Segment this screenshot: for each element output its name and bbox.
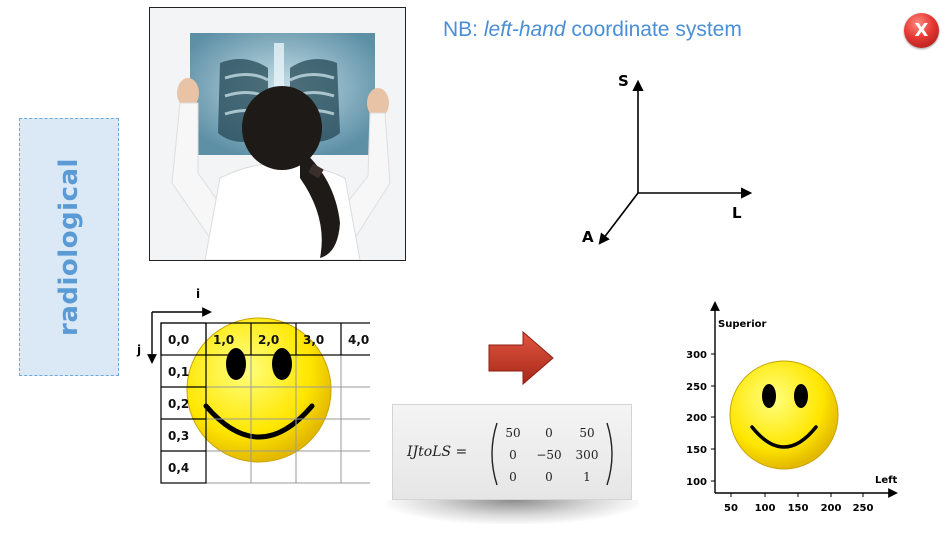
xtick-label: 200 [821,503,842,514]
matrix-cell: 1 [583,470,591,484]
radiologist-illustration [150,8,405,260]
radiological-label: radiological [54,158,84,336]
ytick-label: 200 [686,413,707,424]
xtick-label: 150 [788,503,809,514]
axis-label-l: L [732,204,742,222]
xtick-label: 250 [853,503,874,514]
matrix-cell: 0 [509,448,517,462]
grid-lines: i j [136,287,370,484]
grid-cell: 0,2 [168,397,190,411]
matrix-cell: 0 [545,470,553,484]
note-emphasis: left-hand [483,18,566,41]
matrix-cell: 300 [576,448,599,462]
close-icon: X [914,20,929,41]
ytick-label: 250 [686,382,707,393]
anterior-axis [598,192,639,245]
grid-cell: 3,0 [303,333,325,347]
matrix-cell: 0 [509,470,517,484]
axis-label-s: S [618,72,629,90]
j-axis-label: j [136,343,141,357]
ytick-label: 100 [686,477,707,488]
grid-cell: 0,1 [168,365,190,379]
matrix-cell: 0 [545,426,553,440]
grid-cell: 0,4 [168,461,190,475]
grid-cell: 2,0 [258,333,280,347]
plot-xlabel: Left [875,475,898,486]
xtick-label: 50 [724,503,738,514]
grid-cell: 0,0 [168,333,190,347]
radiological-label-box: radiological [19,118,119,376]
matrix-cell: −50 [536,448,561,462]
plot-ylabel: Superior [718,319,766,330]
grid-cell: 0,3 [168,429,190,443]
xtick-label: 100 [755,503,776,514]
close-button[interactable]: X [904,13,939,48]
transform-arrow-icon [488,330,554,386]
grid-cell: 4,0 [348,333,370,347]
note-suffix: coordinate system [565,18,742,41]
matrix-brackets: 50 0 50 0 −50 300 0 0 1 [491,422,613,486]
axes-diagram: S L A [582,72,753,246]
matrix-lhs-label: IJtoLS = [407,444,468,460]
matrix-shadow [387,500,639,524]
note-prefix: NB: [443,18,484,41]
smiley-face-icon [729,360,839,470]
matrix-cell: 50 [505,426,520,440]
world-coordinates-plot: Superior Left 300 250 200 150 100 50 100… [686,301,898,514]
axis-label-a: A [582,228,594,246]
grid-cell: 1,0 [213,333,235,347]
radiologist-photo [149,7,406,261]
coordinate-system-note: NB: left-hand coordinate system [443,18,742,42]
ytick-label: 150 [686,445,707,456]
ytick-label: 300 [686,350,707,361]
matrix-cell: 50 [579,426,594,440]
i-axis-label: i [196,287,200,301]
ijtols-matrix-panel: IJtoLS = 50 0 50 0 −50 300 0 0 1 [392,404,632,500]
